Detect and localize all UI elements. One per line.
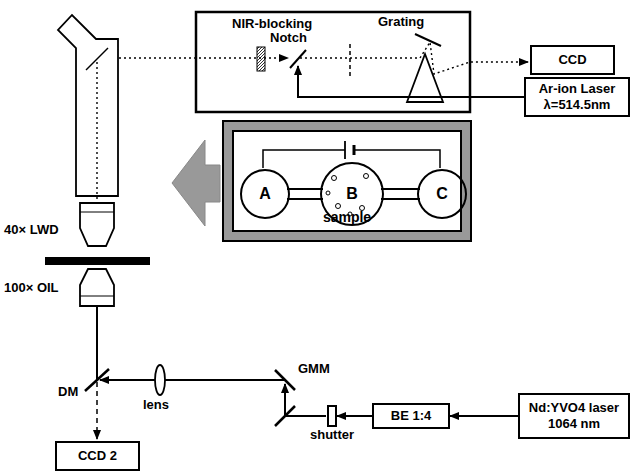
node-text: BE 1:4 bbox=[391, 408, 431, 424]
shutter: shutter bbox=[327, 405, 337, 427]
mirror bbox=[275, 406, 295, 426]
component-label: GMM bbox=[298, 361, 330, 377]
node-text: Nd:YVO4 laser 1064 nm bbox=[524, 400, 624, 431]
laser-box: Ar-ion Laser λ=514.5nm bbox=[524, 77, 630, 117]
node-text: B bbox=[346, 184, 358, 203]
laser-box: Nd:YVO4 laser 1064 nm bbox=[518, 393, 630, 439]
sample-slide bbox=[45, 257, 150, 265]
trap-beam bbox=[100, 379, 285, 381]
notch-filter bbox=[290, 50, 306, 68]
microscope-mirror bbox=[86, 48, 108, 70]
ccd-box: CCD 2 bbox=[55, 441, 140, 471]
trap-beam bbox=[284, 384, 286, 416]
electrode-chamber: A bbox=[240, 169, 290, 219]
node-text: CCD 2 bbox=[78, 448, 117, 464]
beam-arrow bbox=[450, 416, 518, 417]
ccd-box: CCD bbox=[530, 45, 615, 75]
laser-beam bbox=[298, 66, 524, 97]
node-text: A bbox=[259, 184, 271, 203]
node-text: C bbox=[436, 184, 448, 203]
node-text: Ar-ion Laser λ=514.5nm bbox=[530, 81, 624, 112]
optical-axis bbox=[96, 62, 97, 200]
node-text: CCD bbox=[558, 52, 586, 68]
raman-beam bbox=[300, 42, 528, 74]
node-text: shutter bbox=[310, 427, 354, 443]
objective-100x bbox=[80, 269, 114, 306]
beam-arrow bbox=[337, 416, 372, 417]
component-label: 100× OIL bbox=[4, 280, 59, 296]
imaging-path bbox=[96, 382, 98, 439]
microscope-body bbox=[58, 15, 118, 196]
objective-40x bbox=[80, 203, 114, 246]
nir-filter bbox=[257, 47, 265, 71]
lens bbox=[155, 365, 165, 395]
component-label: DM bbox=[58, 384, 78, 400]
node-text: sample bbox=[323, 209, 371, 226]
sample-chamber: B bbox=[320, 162, 384, 226]
battery-symbol bbox=[344, 141, 346, 159]
channel bbox=[287, 189, 323, 199]
slit bbox=[349, 44, 351, 78]
raman-beam bbox=[99, 57, 288, 58]
sample-panel: sample A B C bbox=[222, 120, 472, 242]
component-label: Notch bbox=[270, 30, 307, 46]
component-label: NIR-blocking bbox=[232, 16, 312, 32]
electrode-chamber: C bbox=[417, 169, 467, 219]
channel bbox=[381, 189, 420, 199]
beam-expander: BE 1:4 bbox=[372, 403, 450, 429]
component-label: lens bbox=[143, 397, 169, 413]
trap-beam bbox=[285, 415, 326, 417]
battery-symbol bbox=[353, 145, 356, 155]
zoom-arrow bbox=[172, 140, 220, 226]
prism bbox=[407, 54, 443, 102]
component-label: 40× LWD bbox=[4, 222, 59, 238]
electrode-wire bbox=[263, 150, 440, 168]
trap-beam bbox=[96, 306, 98, 380]
component-label: Grating bbox=[378, 14, 424, 30]
